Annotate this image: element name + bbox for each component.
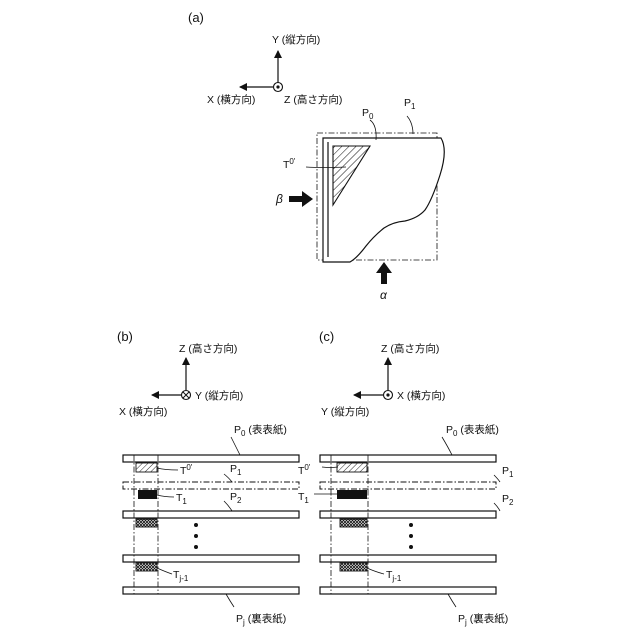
axis-x-label: X (横方向) — [119, 405, 167, 418]
t1-leader — [157, 495, 174, 497]
x-axis-dot — [386, 393, 389, 396]
alpha-label: α — [380, 288, 388, 302]
label-p0: P0 — [362, 107, 374, 121]
beta-label: β — [275, 192, 283, 206]
sheet-pj — [320, 587, 496, 594]
label-tj: Tj-1 — [386, 569, 402, 583]
tag-t2 — [136, 519, 157, 527]
label-t0: T0' — [298, 463, 311, 477]
axis-x-label: X (横方向) — [397, 389, 445, 402]
alpha-arrow-icon — [376, 262, 392, 284]
p1-leader — [224, 474, 232, 482]
sheet-p-j-minus-1 — [123, 555, 299, 562]
sheet-p1 — [320, 482, 496, 489]
axis-x-label: X (横方向) — [207, 93, 255, 106]
tag-t1 — [138, 490, 157, 499]
label-p2: P2 — [502, 493, 514, 507]
sheet-p0 — [123, 455, 299, 462]
sheet-stack-top-view — [317, 133, 444, 262]
p0-leader — [231, 437, 240, 455]
axis-y-label: Y (縦方向) — [321, 405, 369, 418]
panel-b-axes: Z (高さ方向) Y (縦方向) X (横方向) — [119, 342, 243, 418]
tag-t0-prime — [136, 463, 157, 472]
t0-leader — [157, 468, 178, 470]
panel-b-label: (b) — [117, 329, 133, 344]
panel-c-axes: Z (高さ方向) X (横方向) Y (縦方向) — [321, 342, 445, 418]
tag-tj-minus-1 — [136, 563, 157, 571]
label-p0: P0 (表表紙) — [446, 423, 499, 438]
label-p1: P1 — [502, 465, 514, 479]
axis-y-label: Y (縦方向) — [272, 33, 320, 46]
p2-leader — [494, 503, 500, 511]
beta-arrow-icon — [289, 191, 313, 207]
tag-tj-minus-1 — [340, 563, 367, 571]
panel-a: (a) Y (縦方向) X (横方向) Z (高さ方向) P0 P1 T0' — [188, 10, 444, 302]
axis-y-label: Y (縦方向) — [195, 389, 243, 402]
label-t1: T1 — [298, 491, 309, 505]
sheet-p1 — [123, 482, 299, 489]
label-t1: T1 — [176, 492, 187, 506]
label-pj: Pj (裏表紙) — [236, 612, 286, 627]
p1-leader — [494, 475, 500, 482]
sheet-p-j-minus-1 — [320, 555, 496, 562]
t0-leader — [322, 467, 338, 468]
tj-leader — [157, 568, 172, 574]
label-p1: P1 — [230, 463, 242, 477]
label-tj: Tj-1 — [173, 569, 189, 583]
axis-z-label: Z (高さ方向) — [179, 342, 237, 355]
sheet-p2 — [123, 511, 299, 518]
z-axis-dot — [276, 85, 279, 88]
label-t0: T0' — [283, 157, 296, 171]
axis-z-label: Z (高さ方向) — [381, 342, 439, 355]
panel-c-label: (c) — [319, 329, 334, 344]
label-p2: P2 — [230, 491, 242, 505]
tag-t1 — [337, 490, 367, 499]
panel-a-axes: Y (縦方向) X (横方向) Z (高さ方向) — [207, 33, 342, 106]
p0-leader — [370, 120, 376, 140]
sheet-pj — [123, 587, 299, 594]
ellipsis-dots — [194, 523, 198, 549]
tag-t2 — [340, 519, 367, 527]
label-p0: P0 (表表紙) — [234, 423, 287, 438]
pj-leader — [226, 594, 234, 607]
label-pj: Pj (裏表紙) — [458, 612, 508, 627]
tj-leader — [367, 568, 384, 574]
label-t0: T0' — [180, 463, 193, 477]
tag-t0-prime — [337, 463, 367, 472]
axis-z-label: Z (高さ方向) — [284, 93, 342, 106]
panel-c: (c) Z (高さ方向) X (横方向) Y (縦方向) — [298, 329, 514, 627]
ellipsis-dots — [409, 523, 413, 549]
sheet-p0 — [320, 455, 496, 462]
pj-leader — [448, 594, 456, 607]
panel-a-label: (a) — [188, 10, 204, 25]
sheet-p2 — [320, 511, 496, 518]
label-p1: P1 — [404, 97, 416, 111]
p1-leader — [407, 116, 413, 134]
p0-leader — [442, 437, 452, 455]
panel-b: (b) Z (高さ方向) Y (縦方向) X (横方向) — [117, 329, 299, 627]
